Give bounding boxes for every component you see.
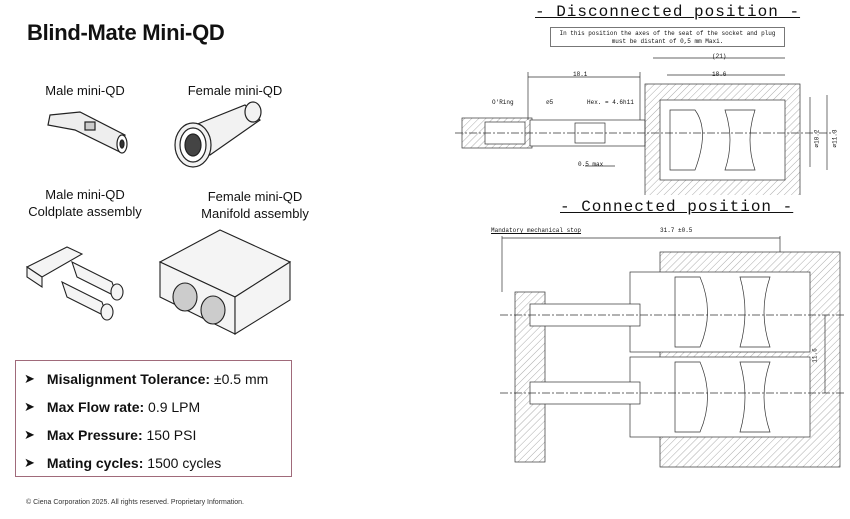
specs-box: ➤Misalignment Tolerance: ±0.5 mm ➤Max Fl… — [15, 360, 292, 477]
dim-18-1: 18.1 — [573, 71, 588, 78]
spec-misalignment: ➤Misalignment Tolerance: ±0.5 mm — [24, 371, 269, 387]
disconnected-note: In this position the axes of the seat of… — [550, 27, 785, 47]
dim-10-2: ⌀10.2 — [813, 129, 821, 148]
disconnected-drawing — [455, 57, 835, 195]
spec-mating-cycles: ➤Mating cycles: 1500 cycles — [24, 455, 222, 471]
dim-oring: O'Ring — [492, 99, 514, 106]
dim-11-3: ⌀11.3 — [831, 129, 839, 148]
connected-drawing — [500, 236, 845, 468]
spec-pressure: ➤Max Pressure: 150 PSI — [24, 427, 197, 443]
female-mini-qd-image — [174, 101, 262, 168]
dim-21: (21) — [712, 53, 727, 60]
female-label: Female mini-QD — [187, 83, 283, 98]
dim-11-6: 11.6 — [811, 348, 819, 363]
spec-flow-rate: ➤Max Flow rate: 0.9 LPM — [24, 399, 201, 415]
mechanical-stop-label: Mandatory mechanical stop — [491, 227, 582, 234]
connected-heading: - Connected position - — [560, 198, 794, 216]
male-mini-qd-image — [47, 111, 128, 154]
arrow-bullet-icon: ➤ — [24, 455, 35, 470]
dim-hex: Hex. = 4.6h11 — [587, 99, 634, 106]
coldplate-assembly-image — [25, 246, 124, 321]
copyright-footer: © Ciena Corporation 2025. All rights res… — [26, 499, 244, 506]
arrow-bullet-icon: ➤ — [24, 427, 35, 442]
arrow-bullet-icon: ➤ — [24, 371, 35, 386]
male-label: Male mini-QD — [45, 83, 125, 98]
dim-31-7: 31.7 ±0.5 — [660, 227, 693, 234]
manifold-assembly-image — [158, 229, 292, 335]
page-title: Blind-Mate Mini-QD — [27, 20, 225, 45]
dim-18-6: 18.6 — [712, 71, 727, 78]
dim-max: 0.5 max — [578, 161, 604, 168]
disconnected-heading: - Disconnected position - — [535, 3, 801, 21]
arrow-bullet-icon: ➤ — [24, 399, 35, 414]
dim-d5: ⌀5 — [546, 99, 554, 106]
